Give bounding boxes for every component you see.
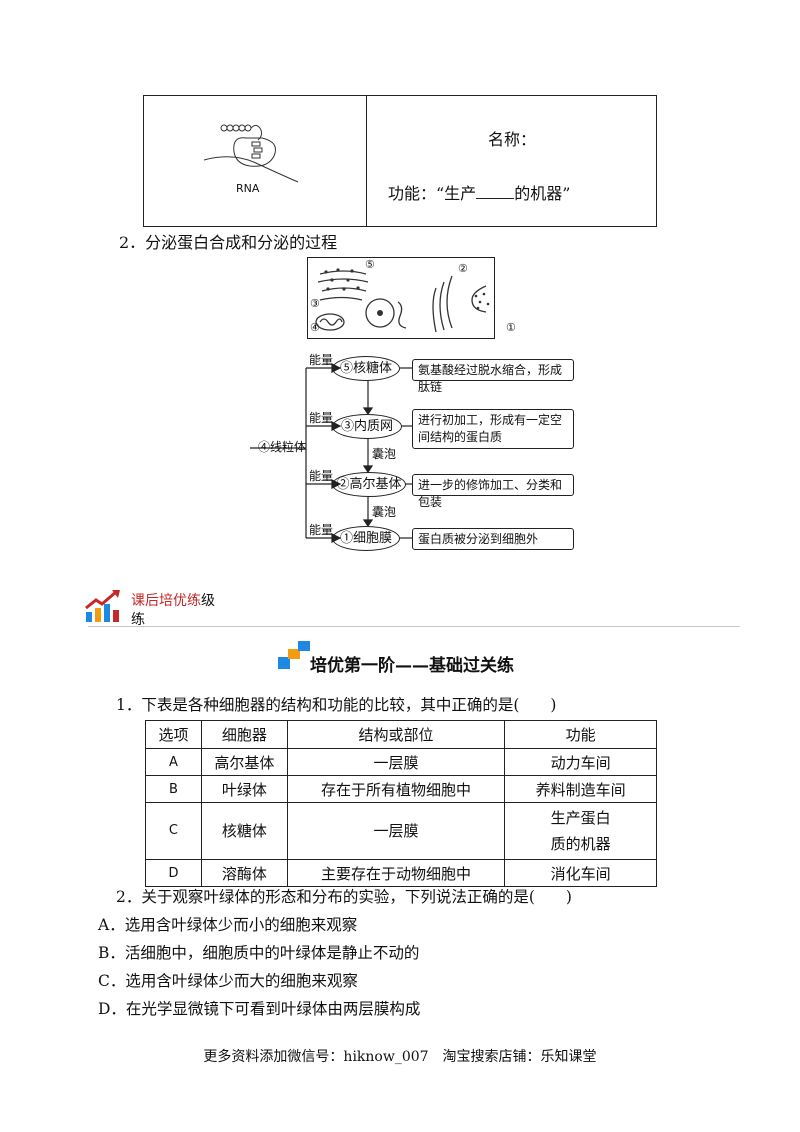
table-row: A 高尔基体 一层膜 动力车间 (145, 748, 657, 776)
page-footer: 更多资料添加微信号：hiknow_007 淘宝搜索店铺：乐知课堂 (203, 1049, 597, 1065)
stairs-icon (278, 641, 310, 669)
marker-1: ① (506, 321, 516, 334)
structure-cell: 一层膜 (286, 748, 506, 776)
function-suffix: 的机器” (514, 184, 571, 203)
option-cell: A (145, 748, 202, 776)
question-2-stem: 2．关于观察叶绿体的形态和分布的实验，下列说法正确的是( ) (116, 888, 572, 906)
step-description: 蛋白质被分泌到细胞外 (412, 528, 574, 550)
energy-label: 能量 (309, 469, 334, 483)
organelle-cell: 核糖体 (200, 802, 288, 860)
cell-organelles-illustration (315, 268, 490, 333)
organelle-cell: 高尔基体 (200, 748, 288, 776)
step-description: 进一步的修饰加工、分类和包装 (412, 474, 574, 509)
cell-diagram (307, 257, 495, 339)
function-line: 质的机器 (550, 835, 611, 853)
node-golgi: ②高尔基体 (332, 472, 406, 497)
option-cell: B (145, 775, 202, 803)
vesicle-label: 囊泡 (372, 505, 397, 519)
table-row: D 溶酶体 主要存在于动物细胞中 消化车间 (145, 859, 657, 887)
header-cell: 结构或部位 (286, 720, 506, 749)
answer-option-a: A．选用含叶绿体少而小的细胞来观察 (98, 916, 358, 934)
table-divider (366, 96, 367, 226)
banner-divider (88, 626, 740, 627)
marker-5: ⑤ (365, 258, 375, 271)
answer-option-c: C．选用含叶绿体少而大的细胞来观察 (98, 972, 358, 990)
energy-label: 能量 (309, 523, 334, 537)
answer-option-b: B．活细胞中，细胞质中的叶绿体是静止不动的 (98, 944, 420, 962)
function-prefix: 功能：“生产 (388, 184, 477, 203)
header-cell: 功能 (504, 720, 657, 749)
banner-subtitle: 练 (131, 612, 145, 628)
table-row: B 叶绿体 存在于所有植物细胞中 养料制造车间 (145, 775, 657, 803)
marker-4: ④ (310, 321, 320, 334)
option-cell: C (145, 802, 202, 860)
header-cell: 细胞器 (200, 720, 288, 749)
function-line: 生产蛋白 (550, 809, 611, 827)
answer-option-d: D．在光学显微镜下可看到叶绿体由两层膜构成 (98, 1000, 421, 1018)
structure-cell: 存在于所有植物细胞中 (286, 775, 506, 803)
table-header-row: 选项 细胞器 结构或部位 功能 (145, 720, 657, 749)
energy-label: 能量 (309, 353, 334, 367)
organelle-cell: 溶酶体 (200, 859, 288, 887)
rna-label: RNA (236, 182, 260, 195)
marker-2: ② (458, 262, 468, 275)
option-cell: D (145, 859, 202, 887)
function-cell: 动力车间 (504, 748, 657, 776)
tier-title: 培优第一阶——基础过关练 (310, 656, 514, 676)
organelle-cell: 叶绿体 (200, 775, 288, 803)
banner-title: 课后培优练级 (131, 590, 215, 610)
comparison-table: 选项 细胞器 结构或部位 功能 A 高尔基体 一层膜 动力车间 B 叶绿体 存在… (145, 720, 657, 887)
energy-label: 能量 (309, 411, 334, 425)
function-cell: 养料制造车间 (504, 775, 657, 803)
name-prompt: 名称： (487, 130, 536, 149)
source-mitochondria: ④线粒体 (258, 440, 307, 454)
step-description: 氨基酸经过脱水缩合，形成肽链 (412, 359, 574, 394)
section-heading: 2．分泌蛋白合成和分泌的过程 (119, 233, 338, 252)
growth-chart-icon (85, 590, 120, 622)
node-er: ③内质网 (332, 414, 402, 439)
structure-cell: 一层膜 (286, 802, 506, 860)
step-description: 进行初加工，形成有一定空间结构的蛋白质 (412, 409, 574, 449)
node-membrane: ①细胞膜 (332, 526, 400, 551)
banner-title-dark: 级 (201, 593, 215, 609)
function-cell: 生产蛋白质的机器 (504, 802, 657, 860)
ribosome-illustration (203, 124, 299, 183)
function-prompt: 功能：“生产 的机器” (388, 180, 570, 204)
function-cell: 消化车间 (504, 859, 657, 887)
structure-cell: 主要存在于动物细胞中 (286, 859, 506, 887)
fill-blank (476, 184, 515, 199)
question-1-stem: 1．下表是各种细胞器的结构和功能的比较，其中正确的是( ) (116, 696, 557, 714)
organelle-table: RNA 名称： 功能：“生产 的机器” (143, 95, 657, 227)
node-ribosome: ⑤核糖体 (332, 356, 400, 381)
vesicle-label: 囊泡 (372, 447, 397, 461)
marker-3: ③ (310, 297, 320, 310)
header-cell: 选项 (145, 720, 202, 749)
table-row: C 核糖体 一层膜 生产蛋白质的机器 (145, 802, 657, 860)
banner-title-red: 课后培优练 (131, 593, 201, 609)
